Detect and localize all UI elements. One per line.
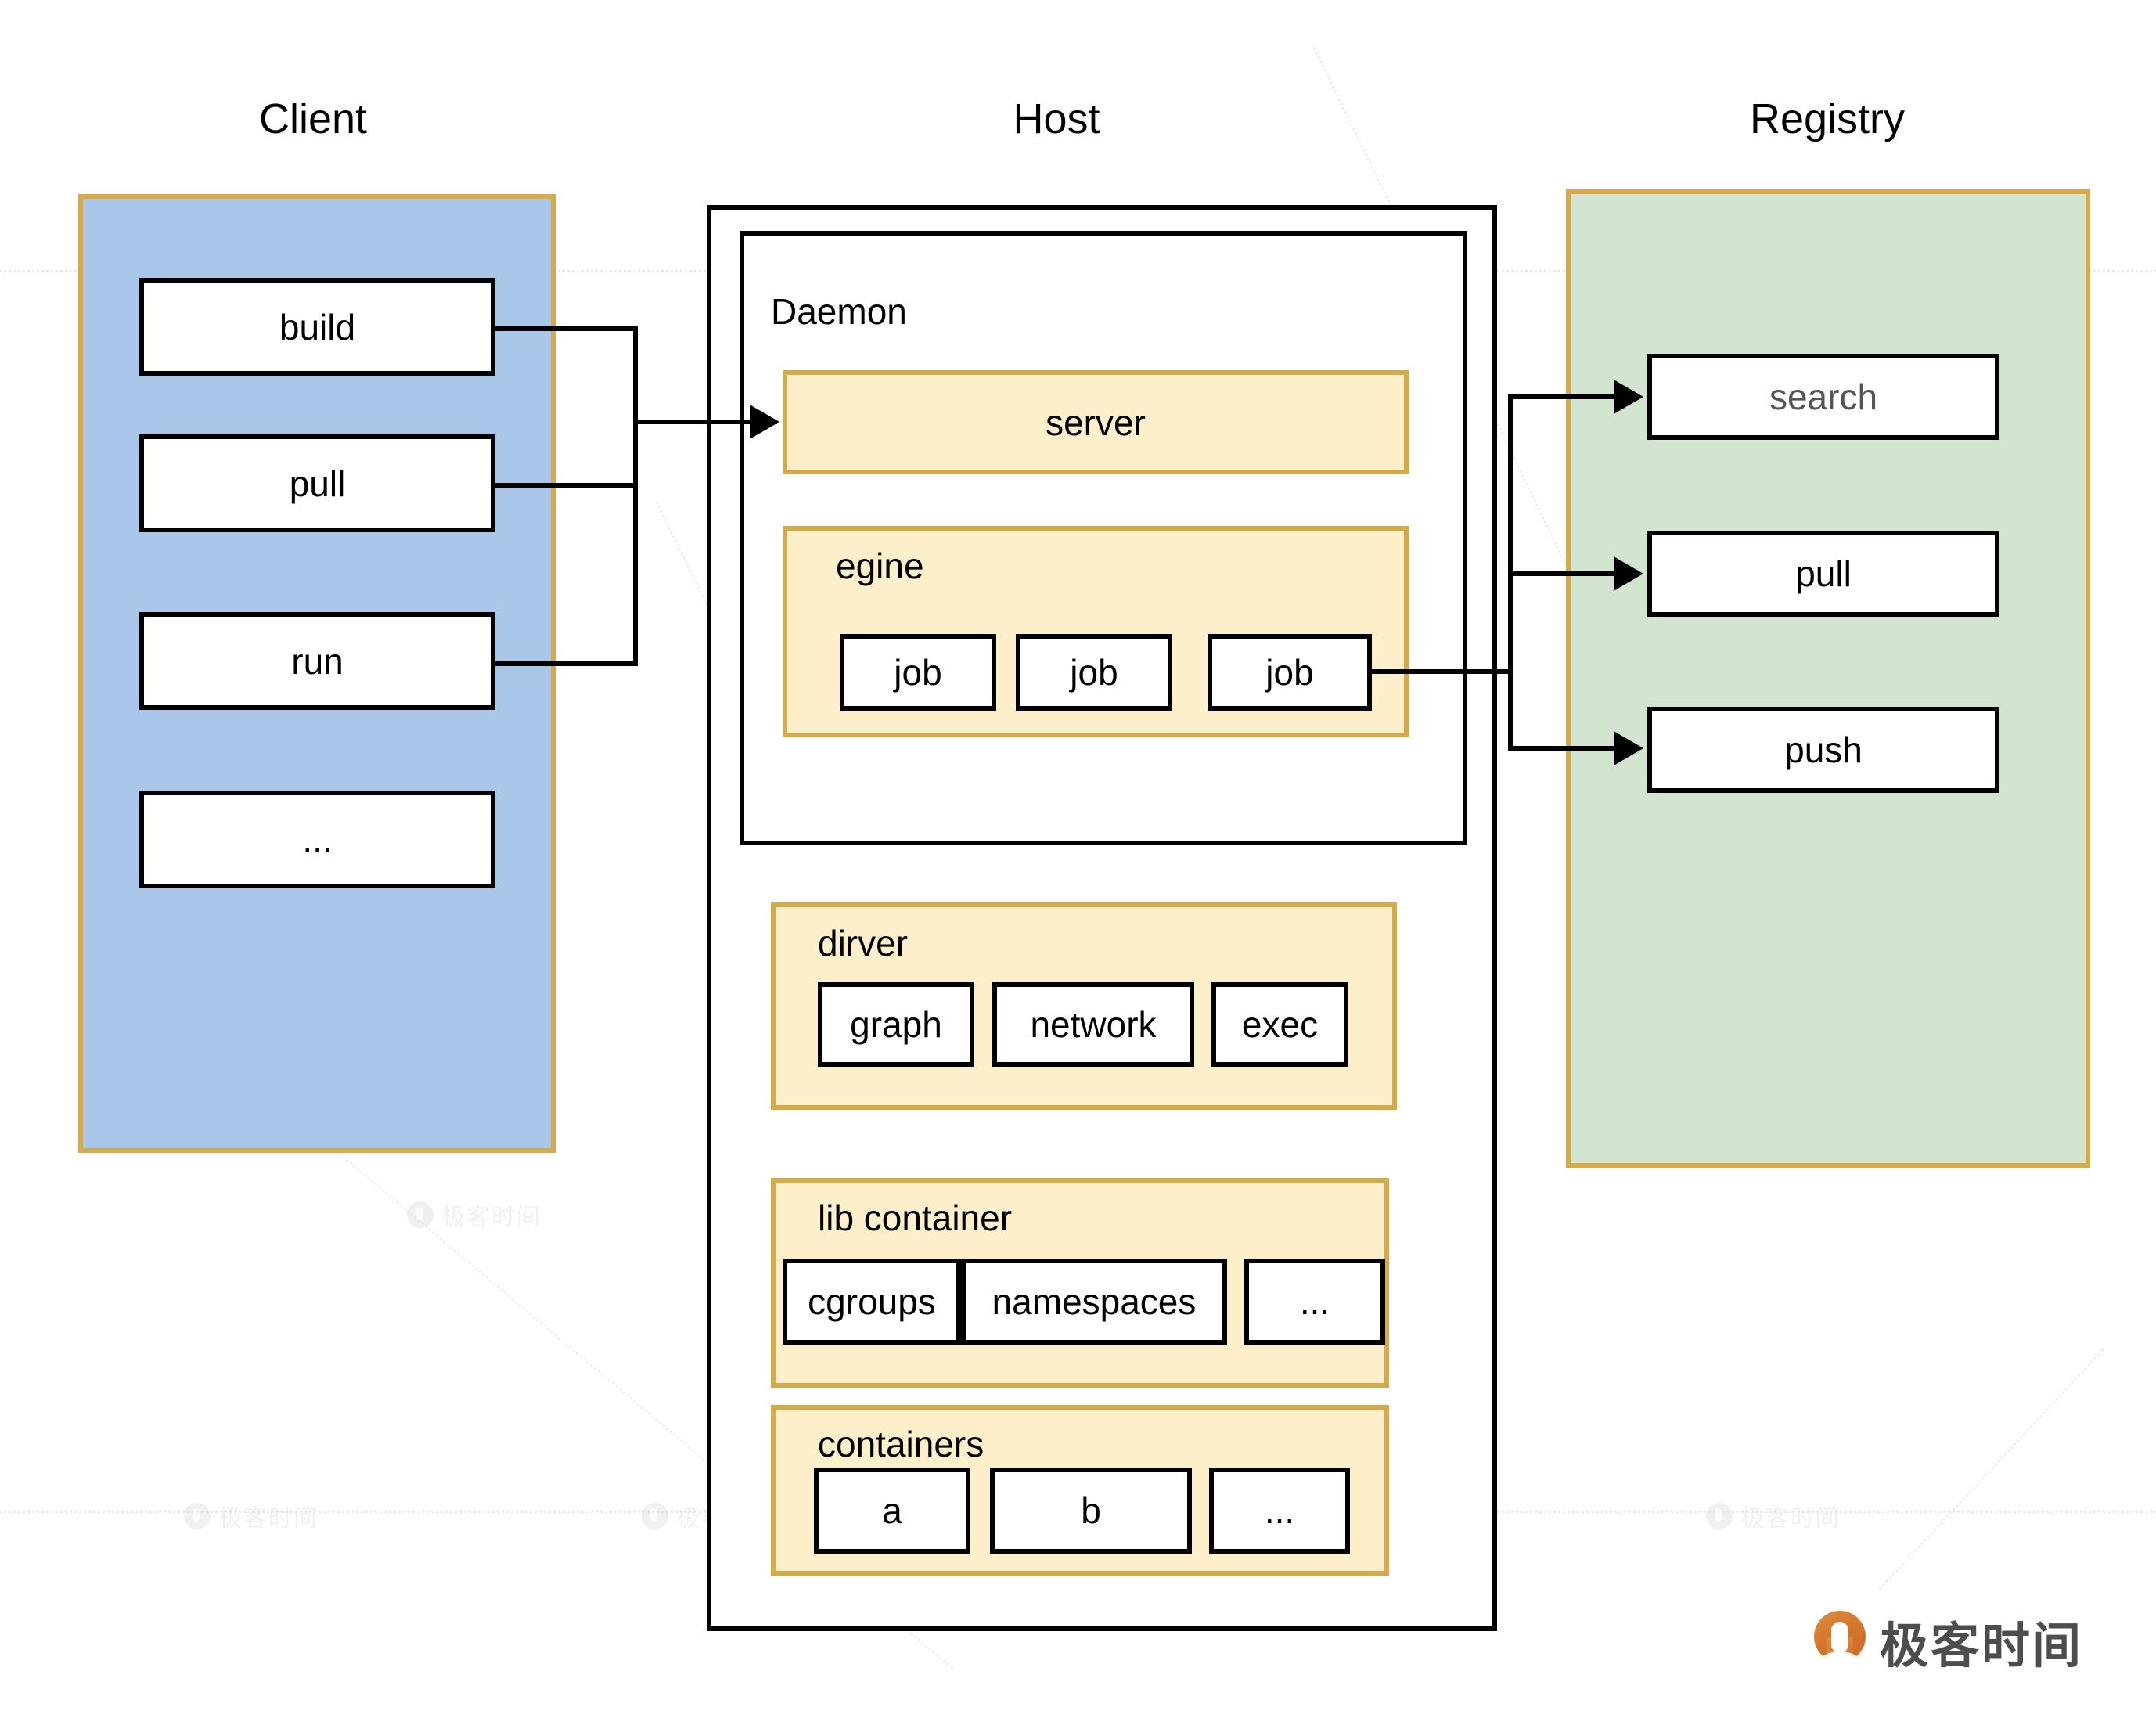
arrow-to-search (1614, 380, 1643, 414)
daemon-label: Daemon (771, 291, 907, 332)
libcontainer-item-namespaces-label: namespaces (992, 1281, 1197, 1322)
connector-run-stub (495, 661, 638, 666)
arrow-to-pull (1614, 556, 1643, 591)
brand-logo: 极客时间 (1814, 1606, 2083, 1677)
container-item-b-label: b (1081, 1490, 1101, 1531)
client-command-run[interactable]: run (139, 612, 495, 710)
geektime-pin-icon (1814, 1611, 1866, 1675)
registry-operation-push-label: push (1784, 729, 1863, 770)
client-column-title: Client (258, 95, 368, 142)
watermark-text: 极客时间 (441, 1205, 542, 1230)
connector-to-pull (1508, 571, 1632, 576)
driver-item-graph-label: graph (850, 1004, 942, 1045)
driver-item-graph[interactable]: graph (818, 982, 974, 1067)
arrow-client-to-server (750, 405, 779, 439)
client-command-run-label: run (291, 640, 344, 682)
watermark: 极客时间 (1706, 1499, 1841, 1533)
connector-pull-stub (495, 483, 638, 488)
host-column-title: Host (1013, 95, 1100, 142)
driver-item-network-label: network (1030, 1004, 1157, 1045)
registry-operation-search[interactable]: search (1647, 354, 1999, 440)
registry-operation-search-label: search (1769, 376, 1878, 417)
driver-label: dirver (818, 923, 909, 963)
engine-label: egine (836, 546, 924, 586)
watermark-icon (1706, 1503, 1733, 1529)
engine-job-3[interactable]: job (1208, 634, 1372, 711)
server-label: server (1046, 402, 1146, 443)
driver-item-exec-label: exec (1241, 1004, 1319, 1045)
client-command-pull-label: pull (289, 463, 346, 504)
connector-client-bus (633, 326, 638, 666)
watermark: 极客时间 (407, 1198, 542, 1232)
client-command-build-label: build (279, 306, 356, 348)
client-command-build[interactable]: build (139, 278, 495, 376)
container-item-a[interactable]: a (814, 1468, 970, 1554)
libcontainer-item-namespaces[interactable]: namespaces (961, 1259, 1227, 1345)
libcontainer-item-cgroups-label: cgroups (808, 1281, 936, 1322)
brand-name: 极客时间 (1880, 1617, 2084, 1674)
containers-label: containers (818, 1424, 984, 1464)
driver-item-network[interactable]: network (992, 982, 1194, 1067)
driver-item-exec[interactable]: exec (1211, 982, 1348, 1067)
registry-operation-pull-label: pull (1795, 553, 1852, 594)
client-command-pull[interactable]: pull (139, 434, 495, 532)
container-item-more[interactable]: ... (1209, 1468, 1350, 1554)
engine-job-2-label: job (1070, 652, 1118, 693)
connector-to-push (1508, 746, 1632, 751)
client-command-more-label: ... (302, 819, 333, 860)
watermark-text: 极客时间 (1740, 1506, 1841, 1532)
registry-panel (1566, 189, 2090, 1168)
engine-job-1[interactable]: job (840, 634, 996, 711)
connector-client-to-server (633, 420, 777, 424)
connector-to-search (1508, 394, 1632, 399)
libcontainer-label: lib container (818, 1198, 1013, 1238)
registry-operation-push[interactable]: push (1647, 707, 1999, 793)
libcontainer-item-cgroups[interactable]: cgroups (783, 1259, 961, 1345)
client-command-more[interactable]: ... (139, 791, 495, 888)
watermark-text: 极客时间 (218, 1506, 319, 1532)
watermark: 极客时间 (184, 1499, 319, 1533)
container-item-more-label: ... (1264, 1490, 1295, 1531)
connector-build-stub (495, 326, 638, 331)
container-item-b[interactable]: b (990, 1468, 1192, 1554)
server-section (783, 370, 1409, 474)
container-item-a-label: a (882, 1490, 902, 1531)
watermark-icon (184, 1503, 211, 1529)
registry-operation-pull[interactable]: pull (1647, 531, 1999, 617)
registry-column-title: Registry (1749, 95, 1906, 142)
libcontainer-item-more-label: ... (1299, 1281, 1330, 1322)
libcontainer-item-more[interactable]: ... (1244, 1259, 1385, 1345)
arrow-to-push (1614, 731, 1643, 765)
engine-job-2[interactable]: job (1016, 634, 1172, 711)
engine-job-1-label: job (894, 652, 942, 693)
watermark-icon (642, 1503, 668, 1529)
watermark-icon (407, 1201, 434, 1228)
connector-job-out (1372, 669, 1513, 674)
guide-line-d3 (1878, 1348, 2104, 1591)
engine-job-3-label: job (1265, 652, 1314, 693)
